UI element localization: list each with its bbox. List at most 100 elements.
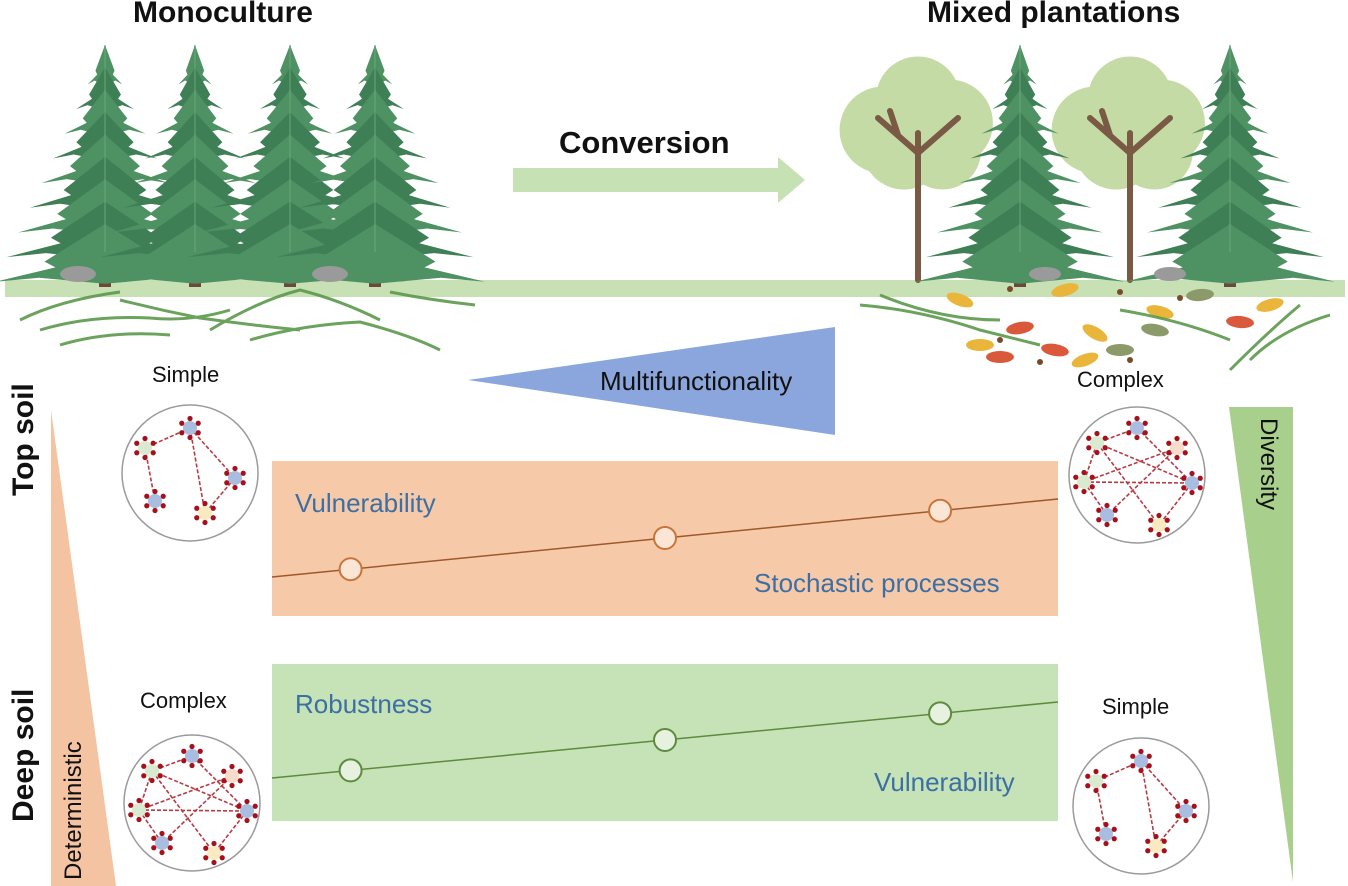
node-core [240,804,254,818]
network-edge [1096,442,1160,526]
network-node [1175,798,1197,824]
trend-point [653,728,677,752]
seed [1037,359,1043,365]
node-core [1077,475,1091,489]
mixed-plantation-trees [839,45,1335,287]
node-dot [221,778,227,784]
node-dot [152,507,158,514]
network-edge [189,427,236,479]
node-dot [1161,838,1167,844]
node-dot [1086,445,1092,451]
network-label-deepsoil-left: Complex [140,688,227,713]
node-dot [240,480,246,486]
network-node [141,758,163,784]
network-node [224,465,246,491]
node-dot [1182,450,1188,456]
node-dot [1183,817,1189,824]
node-dot [1164,517,1170,523]
node-dot [1145,838,1151,844]
node-dot [1156,531,1162,538]
node-dot [240,470,246,476]
tree-branches [875,108,961,283]
node-dot [1094,430,1100,437]
diversity-label: Diversity [1255,418,1282,511]
node-dot [229,782,235,789]
fallen-leaf [1256,298,1284,312]
node-dot [187,434,193,441]
node-dot [1166,440,1172,446]
conifer-tree [90,45,300,287]
fallen-leaf [1106,344,1134,356]
network-node [128,797,150,823]
node-dot [144,493,150,499]
node-core [145,764,159,778]
network-edge [151,755,193,772]
conversion-label: Conversion [559,125,730,160]
multifunctionality-wedge [468,327,835,435]
needle-litter-right [859,293,1331,372]
topsoil-lower-label: Stochastic processes [754,568,1000,598]
network-edge [1140,760,1187,812]
node-dot [1197,485,1203,491]
rock [1154,267,1186,281]
node-dot [1104,502,1110,509]
conversion-arrow [513,157,805,203]
network-edge [189,427,206,514]
network-node [1095,821,1117,847]
node-core [1099,827,1113,841]
node-dot [144,812,150,818]
seed [997,337,1003,343]
node-dot [181,748,187,754]
node-dot [221,768,227,774]
network-deepsoil-monoculture [123,734,261,872]
needle-litter-left [19,288,476,352]
node-core [185,749,199,763]
mixed-plantations-title: Mixed plantations [927,0,1181,29]
network-edge [1136,427,1193,484]
node-dot [141,773,147,779]
deepsoil-upper-label: Robustness [295,689,433,719]
node-dot [195,420,201,426]
fallen-leaf [946,292,974,308]
trend-point [338,758,363,783]
network-edge [161,775,233,844]
node-dot [1153,833,1159,840]
node-dot [1181,475,1187,481]
network-node [194,500,216,526]
network-edge [204,477,236,514]
network-node [1181,470,1203,496]
node-dot [210,505,216,511]
node-dot [134,450,140,456]
network-node [1166,435,1188,461]
node-dot [1103,840,1109,847]
network-topsoil-monoculture [121,404,259,542]
network-node [1145,833,1167,859]
node-dot [194,505,200,511]
node-core [1130,421,1144,435]
fallen-leaf [1051,283,1079,297]
node-core [1134,754,1148,768]
node-dot [1146,753,1152,759]
node-core [1149,839,1163,853]
node-dot [1148,527,1154,533]
node-dot [1126,420,1132,426]
node-core [207,846,221,860]
node-dot [1191,813,1197,819]
trend-point [338,557,363,582]
node-dot [144,503,150,509]
node-dot [1112,517,1118,523]
network-edge [151,770,248,812]
node-dot [157,773,163,779]
diversity-wedge [1229,407,1293,882]
node-core [1100,508,1114,522]
deepsoil-trend [271,701,1059,783]
node-dot [1134,434,1140,441]
node-dot [1094,449,1100,456]
node-dot [202,519,208,526]
node-dot [179,420,185,426]
node-dot [144,802,150,808]
fallen-leaf [1071,352,1099,368]
node-dot [1189,489,1195,496]
node-dot [1174,435,1180,442]
